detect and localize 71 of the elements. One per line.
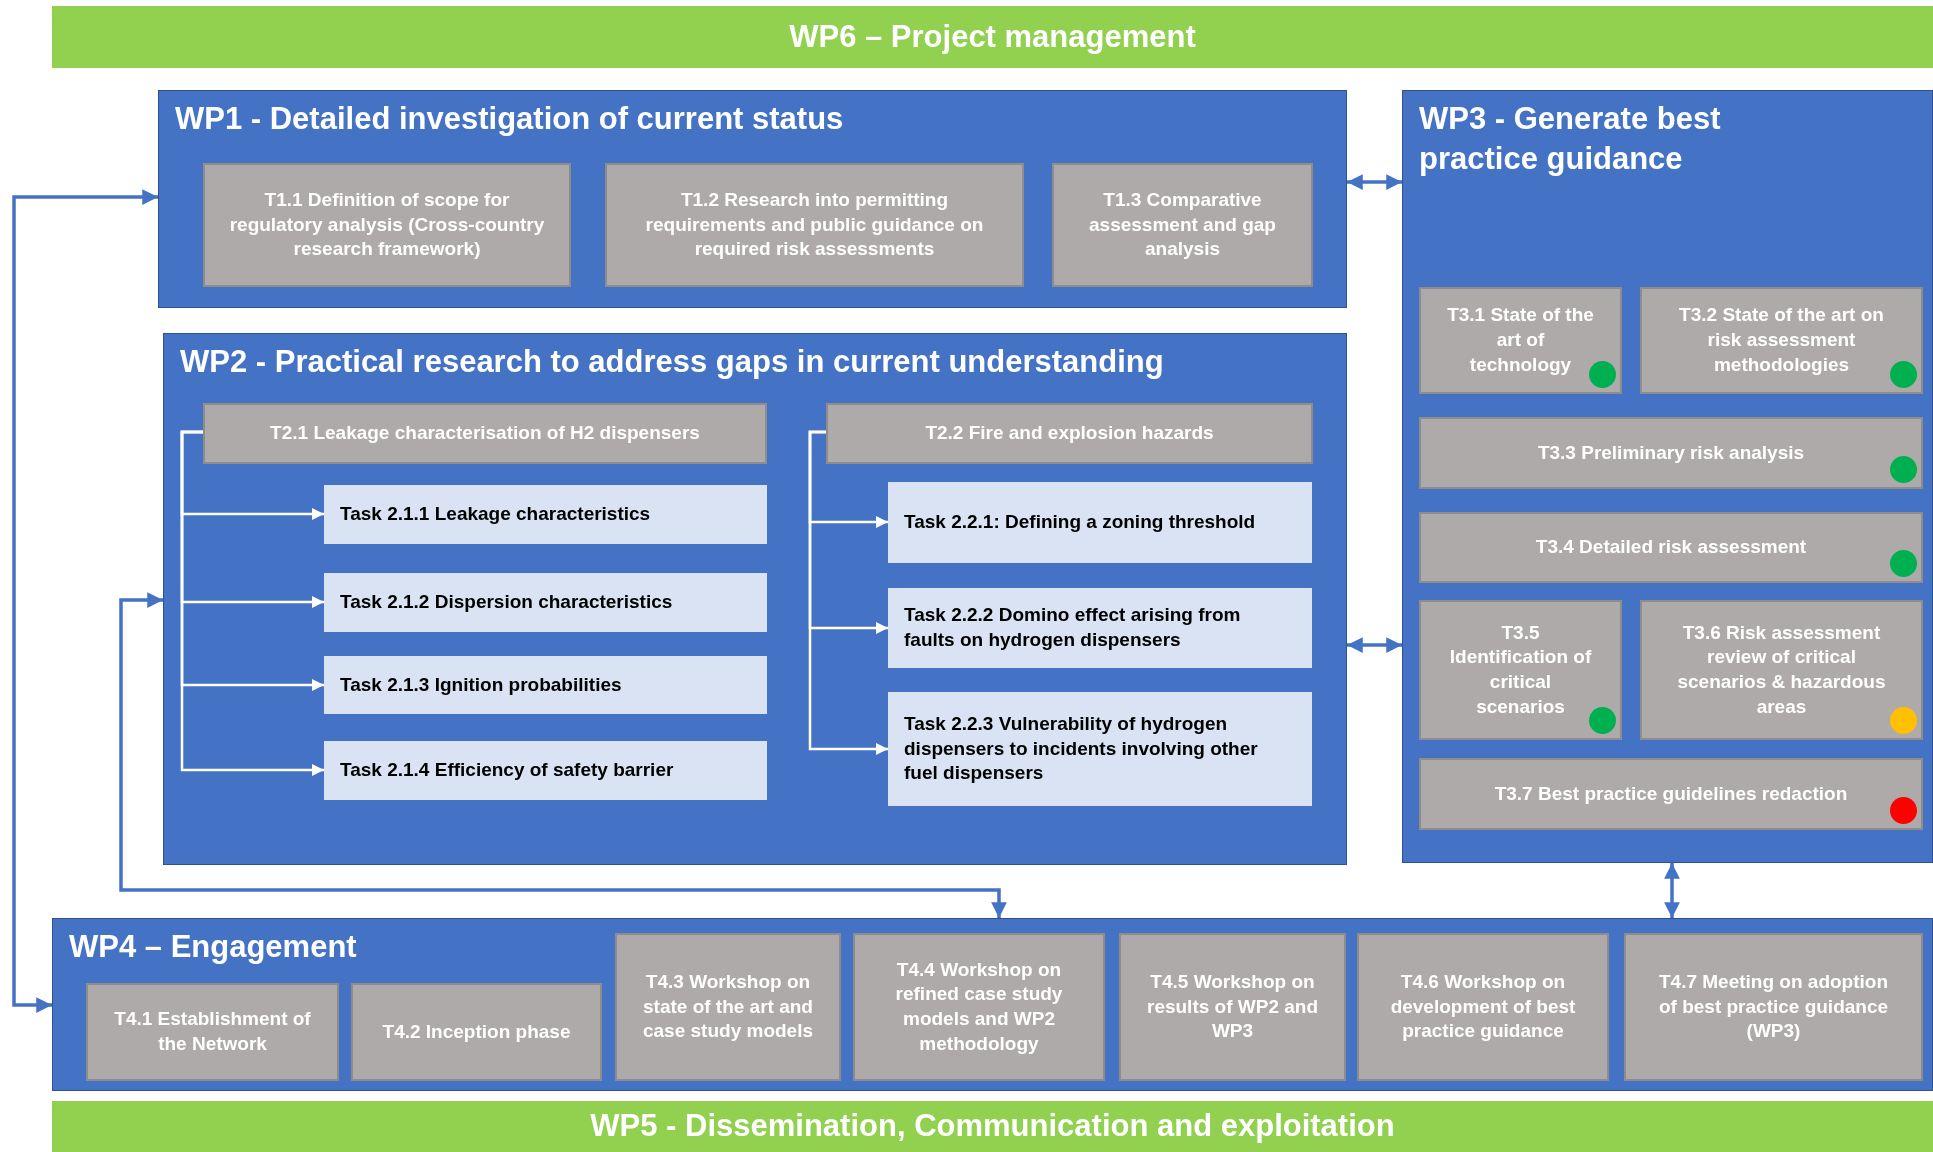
connector-arrow xyxy=(12,189,158,1013)
task-label: T3.6 Risk assessment review of critical scenarios & hazardous areas xyxy=(1676,620,1887,719)
task-box xyxy=(605,163,1024,287)
connector-arrow xyxy=(808,430,888,756)
task-label: T4.5 Workshop on results of WP2 and WP3 xyxy=(1146,969,1319,1044)
task-label: T4.2 Inception phase xyxy=(382,1019,571,1044)
subtask-box xyxy=(324,485,767,544)
task-label: Task 2.2.2 Domino effect arising from faults on hydrogen dispensers xyxy=(904,603,1242,652)
task-label: T4.3 Workshop on state of the art and case study models xyxy=(642,969,814,1044)
subtask-box xyxy=(324,573,767,632)
task-box xyxy=(351,983,602,1081)
task-label: T4.6 Workshop on development of best practice guidance xyxy=(1389,969,1577,1044)
task-label: T1.2 Research into permitting requirements and public guidance on required risk assessments xyxy=(644,187,985,262)
work-package-panel xyxy=(158,90,1347,308)
connector-arrow xyxy=(1664,863,1680,918)
task-label: T3.5 Identification of critical scenarios xyxy=(1448,620,1593,719)
panel-heading: WP3 - Generate best practice guidance xyxy=(1418,100,1722,179)
task-box xyxy=(1419,417,1923,489)
subtask-box xyxy=(888,482,1312,563)
task-box xyxy=(1640,600,1923,740)
task-label: T3.7 Best practice guidelines redaction xyxy=(1494,781,1848,806)
task-label: Task 2.2.1: Defining a zoning threshold xyxy=(904,510,1256,535)
task-box xyxy=(826,403,1313,464)
task-box xyxy=(1052,163,1313,287)
task-label: T2.1 Leakage characterisation of H2 dispensers xyxy=(270,421,700,446)
task-box xyxy=(615,933,841,1081)
panel-heading: WP5 - Dissemination, Communication and exploitation xyxy=(590,1107,1395,1146)
task-box xyxy=(1357,933,1609,1081)
subtask-box xyxy=(888,588,1312,668)
task-label: T3.3 Preliminary risk analysis xyxy=(1537,440,1805,465)
connector-arrow xyxy=(1347,174,1402,190)
task-box xyxy=(1419,287,1622,394)
connector-arrow xyxy=(1347,637,1402,653)
work-package-banner xyxy=(52,6,1933,68)
task-label: T3.1 State of the art of technology xyxy=(1446,303,1595,377)
work-package-banner xyxy=(52,1101,1933,1152)
subtask-box xyxy=(324,656,767,714)
task-label: T3.2 State of the art on risk assessment methodologies xyxy=(1678,303,1885,377)
task-label: T4.1 Establishment of the Network xyxy=(113,1007,312,1056)
task-label: T4.7 Meeting on adoption of best practice guidance (WP3) xyxy=(1657,969,1890,1044)
work-package-panel xyxy=(1402,90,1933,863)
subtask-box xyxy=(888,692,1312,806)
panel-heading: WP2 - Practical research to address gaps in current understanding xyxy=(179,343,1165,381)
task-box xyxy=(1419,758,1923,830)
task-box xyxy=(203,163,571,287)
task-box xyxy=(1419,600,1622,740)
work-package-panel xyxy=(52,918,1933,1091)
task-label: Task 2.1.3 Ignition probabilities xyxy=(340,672,622,697)
panel-heading: WP1 - Detailed investigation of current status xyxy=(174,100,845,138)
task-label: T3.4 Detailed risk assessment xyxy=(1535,535,1807,560)
panel-heading: WP4 – Engagement xyxy=(68,928,358,966)
task-box xyxy=(86,983,339,1081)
task-label: T1.3 Comparative assessment and gap analysis xyxy=(1088,187,1277,262)
task-label: Task 2.1.2 Dispersion characteristics xyxy=(340,590,673,615)
task-box xyxy=(1119,933,1346,1081)
task-box xyxy=(1419,512,1923,583)
task-label: Task 2.1.1 Leakage characteristics xyxy=(340,502,651,527)
task-box xyxy=(203,403,767,464)
task-box xyxy=(1640,287,1923,394)
panel-heading: WP6 – Project management xyxy=(789,17,1196,56)
task-label: Task 2.2.3 Vulnerability of hydrogen dispensers to incidents involving other fuel dispensers xyxy=(904,711,1259,786)
task-box xyxy=(1624,933,1923,1081)
connector-arrow xyxy=(119,592,1007,918)
task-box xyxy=(853,933,1105,1081)
work-package-panel xyxy=(163,333,1347,865)
connector-arrow xyxy=(180,430,324,777)
subtask-box xyxy=(324,741,767,800)
task-label: T2.2 Fire and explosion hazards xyxy=(925,421,1214,446)
task-label: Task 2.1.4 Efficiency of safety barrier xyxy=(340,758,674,783)
task-label: T4.4 Workshop on refined case study models and WP2 methodology xyxy=(894,957,1064,1056)
task-label: T1.1 Definition of scope for regulatory analysis (Cross-country research framework) xyxy=(229,187,545,262)
